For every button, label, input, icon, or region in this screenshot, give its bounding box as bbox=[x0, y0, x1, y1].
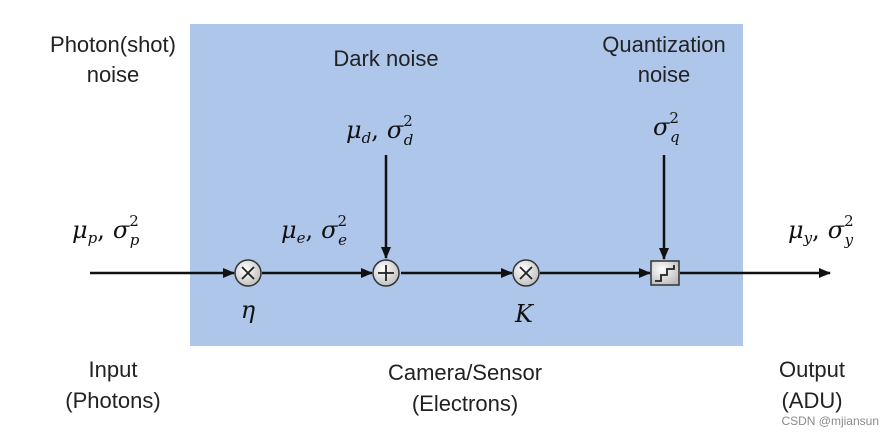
multiply-node-gain bbox=[512, 259, 540, 287]
photon-noise-label-line2: noise bbox=[87, 62, 140, 87]
output-label-line1: Output bbox=[779, 357, 845, 382]
input-label-line2: (Photons) bbox=[65, 388, 160, 413]
camera-label-line1: Camera/Sensor bbox=[388, 360, 542, 385]
quant-noise-label-line1: Quantization bbox=[602, 32, 726, 57]
sensor-box bbox=[190, 24, 743, 346]
output-label-line2: (ADU) bbox=[781, 388, 842, 413]
watermark: CSDN @mjiansun bbox=[781, 414, 879, 428]
sum-node bbox=[372, 259, 400, 287]
quant-noise-label-line2: noise bbox=[638, 62, 691, 87]
quantum-efficiency-symbol: η bbox=[241, 296, 256, 324]
camera-label-line2: (Electrons) bbox=[412, 391, 518, 416]
dark-noise-label: Dark noise bbox=[333, 46, 438, 71]
gain-symbol: K bbox=[514, 300, 535, 328]
input-label-line1: Input bbox=[89, 357, 138, 382]
quantizer-icon bbox=[650, 260, 680, 286]
photon-noise-label-line1: Photon(shot) bbox=[50, 32, 176, 57]
multiply-node-eta bbox=[234, 259, 262, 287]
